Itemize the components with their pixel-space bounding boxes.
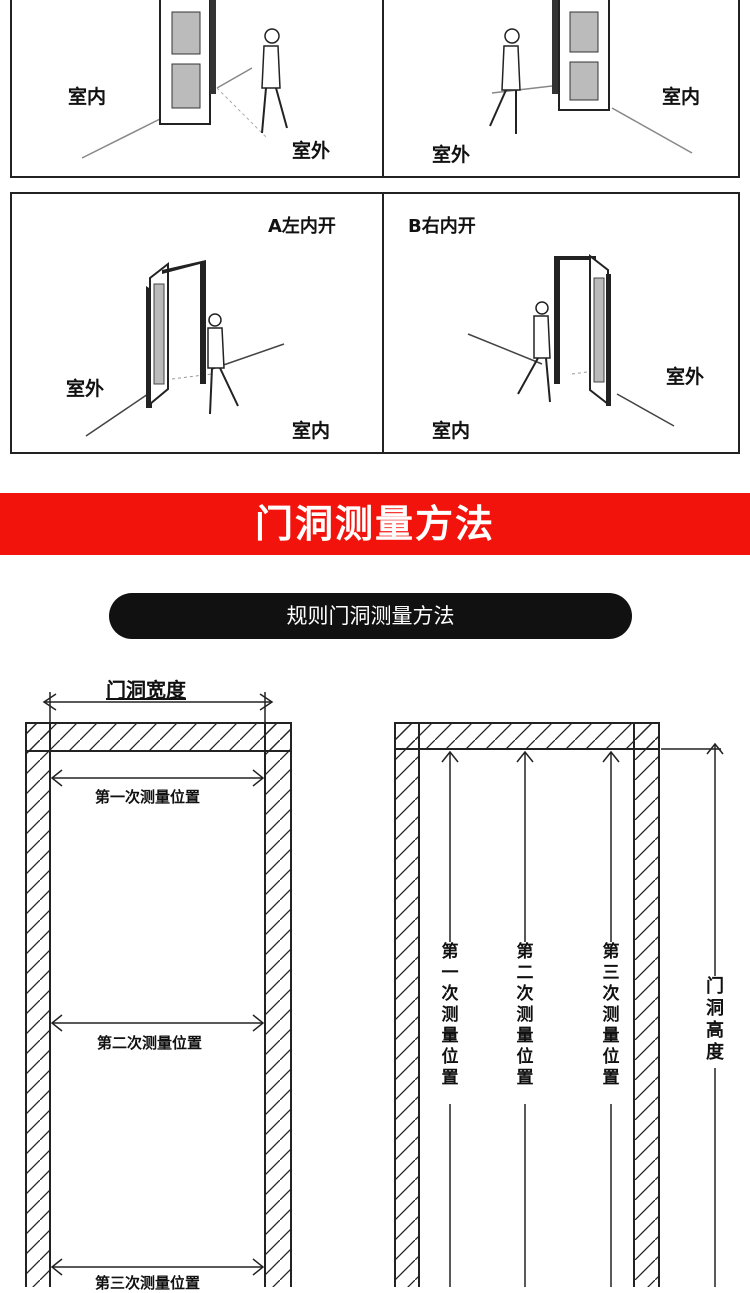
total-height-label: 门洞高度: [705, 976, 725, 1068]
inside-label: 室内: [292, 420, 331, 442]
inside-label: 室内: [432, 420, 471, 442]
door-type-title: B右内开: [408, 216, 476, 237]
inward-door-illustrations: [85, 253, 675, 437]
width-measure-diagram: [25, 692, 292, 1287]
width-title: 门洞宽度: [106, 678, 186, 702]
third-height-label: 第三次测量位置: [601, 942, 621, 1104]
section-banner: 门洞测量方法: [0, 493, 750, 555]
panel-divider: [382, 194, 384, 452]
outside-label: 室外: [292, 140, 331, 162]
inside-label: 室内: [68, 86, 107, 108]
first-measure-label: 第一次测量位置: [95, 786, 201, 807]
outside-label: 室外: [666, 366, 705, 388]
third-measure-label: 第三次测量位置: [95, 1272, 201, 1293]
outside-label: 室外: [432, 144, 471, 166]
height-measure-diagram: [394, 722, 724, 1287]
door-type-title: A左内开: [268, 216, 336, 237]
subheading-pill: 规则门洞测量方法: [109, 593, 632, 639]
top-door-panel: 室内 室外 室外 室内: [10, 0, 740, 178]
second-measure-label: 第二次测量位置: [97, 1032, 203, 1053]
second-height-label: 第二次测量位置: [515, 942, 535, 1104]
inward-door-panel: A左内开 B右内开 室外 室内 室内 室外: [10, 192, 740, 454]
top-door-illustrations: [81, 0, 693, 159]
outside-label: 室外: [66, 378, 105, 400]
inside-label: 室内: [662, 86, 701, 108]
panel-divider: [382, 0, 384, 176]
first-height-label: 第一次测量位置: [440, 942, 460, 1104]
